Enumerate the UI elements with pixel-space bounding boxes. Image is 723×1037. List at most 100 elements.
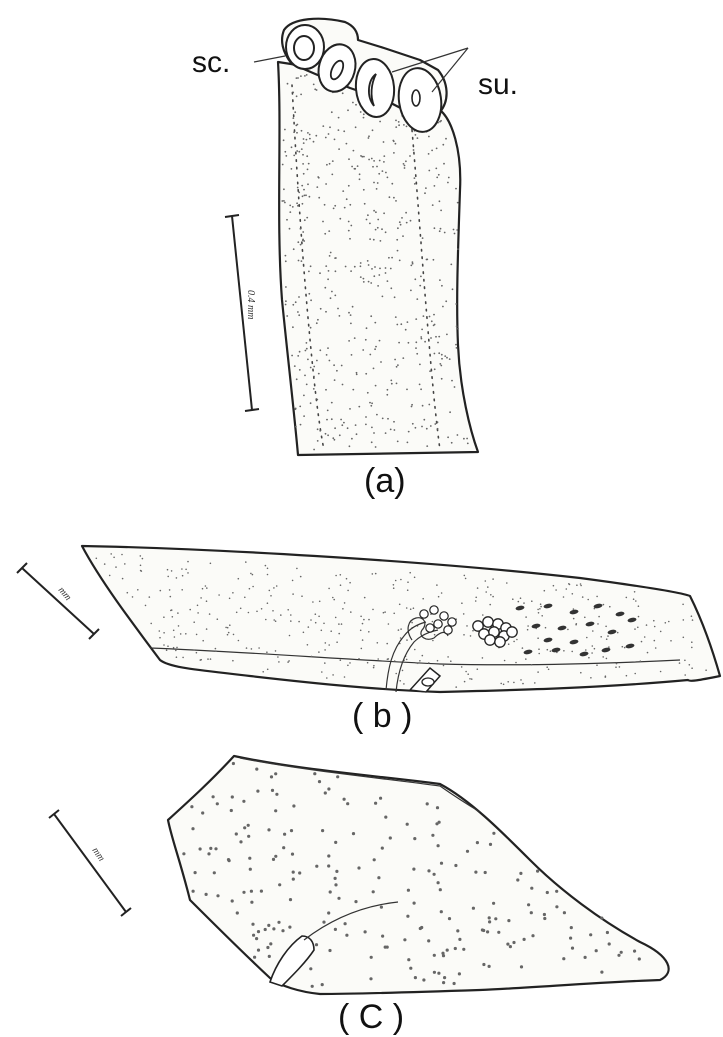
stipple-dot (538, 612, 540, 614)
stipple-dot (305, 350, 307, 352)
stipple-dot (457, 434, 459, 436)
stipple-dot (303, 415, 305, 417)
stipple-dot (419, 285, 421, 287)
stipple-dot (390, 287, 392, 289)
stipple-dot (308, 626, 310, 628)
stipple-dot (413, 149, 415, 151)
stipple-dot (456, 229, 458, 231)
stipple-dot (340, 419, 342, 421)
stipple-dot (412, 423, 414, 425)
stipple-dot (654, 640, 656, 642)
stipple-dot (383, 161, 385, 163)
stipple-dot (566, 588, 568, 590)
stipple-dot (588, 657, 590, 659)
stipple-dot (432, 640, 434, 642)
stipple-dot (420, 276, 422, 278)
stipple-dot (322, 921, 325, 924)
stipple-dot (322, 125, 324, 127)
stipple-dot (197, 612, 199, 614)
stipple-dot (440, 862, 443, 865)
ovary-lobe (420, 610, 428, 618)
stipple-dot (373, 432, 375, 434)
stipple-dot (290, 620, 292, 622)
stipple-dot (347, 590, 349, 592)
stipple-dot (296, 95, 298, 97)
stipple-dot (386, 946, 389, 949)
stipple-dot (347, 427, 349, 429)
stipple-dot (520, 597, 522, 599)
stipple-dot (379, 268, 381, 270)
stipple-dot (344, 602, 346, 604)
stipple-dot (482, 614, 484, 616)
stipple-dot (555, 905, 558, 908)
stipple-dot (393, 152, 395, 154)
stipple-dot (327, 434, 329, 436)
stipple-dot (403, 938, 406, 941)
stipple-dot (333, 599, 335, 601)
stipple-dot (268, 955, 271, 958)
stipple-dot (563, 650, 565, 652)
stipple-dot (504, 660, 506, 662)
stipple-dot (383, 141, 385, 143)
stipple-dot (405, 329, 407, 331)
stipple-dot (445, 300, 447, 302)
stipple-dot (327, 854, 330, 857)
stipple-dot (428, 404, 430, 406)
stipple-dot (376, 166, 378, 168)
stipple-dot (373, 160, 375, 162)
stipple-dot (385, 432, 387, 434)
stipple-dot (313, 449, 315, 451)
stipple-dot (352, 102, 354, 104)
stipple-dot (665, 622, 667, 624)
stipple-dot (376, 188, 378, 190)
stipple-dot (337, 308, 339, 310)
stipple-dot (315, 135, 317, 137)
stipple-dot (660, 631, 662, 633)
stipple-dot (371, 402, 373, 404)
stipple-dot (403, 683, 405, 685)
stipple-dot (369, 402, 371, 404)
stipple-dot (466, 625, 468, 627)
stipple-dot (329, 163, 331, 165)
stipple-dot (293, 131, 295, 133)
stipple-dot (428, 136, 430, 138)
stipple-dot (379, 121, 381, 123)
stipple-dot (341, 623, 343, 625)
stipple-dot (329, 126, 331, 128)
stipple-dot (482, 657, 484, 659)
stipple-dot (347, 665, 349, 667)
stipple-dot (411, 406, 413, 408)
stipple-dot (683, 637, 685, 639)
stipple-dot (398, 124, 400, 126)
stipple-dot (255, 768, 258, 771)
stipple-dot (523, 938, 526, 941)
stipple-dot (200, 597, 202, 599)
stipple-dot (396, 324, 398, 326)
stipple-dot (372, 166, 374, 168)
stipple-dot (214, 847, 217, 850)
stipple-dot (313, 388, 315, 390)
stipple-dot (402, 357, 404, 359)
stipple-dot (332, 437, 334, 439)
stipple-dot (313, 366, 315, 368)
stipple-dot (424, 192, 426, 194)
stipple-dot (421, 338, 423, 340)
stipple-dot (284, 129, 286, 131)
stipple-dot (284, 202, 286, 204)
stipple-dot (368, 264, 370, 266)
stipple-dot (110, 553, 112, 555)
stipple-dot (438, 352, 440, 354)
stipple-dot (364, 930, 367, 933)
stipple-dot (255, 937, 258, 940)
stipple-dot (507, 681, 509, 683)
stipple-dot (370, 282, 372, 284)
stipple-dot (455, 686, 457, 688)
stipple-dot (575, 624, 577, 626)
stipple-dot (375, 446, 377, 448)
stipple-dot (324, 233, 326, 235)
stipple-dot (415, 427, 417, 429)
stipple-dot (225, 627, 227, 629)
stipple-dot (286, 219, 288, 221)
stipple-dot (363, 117, 365, 119)
stipple-dot (453, 982, 456, 985)
